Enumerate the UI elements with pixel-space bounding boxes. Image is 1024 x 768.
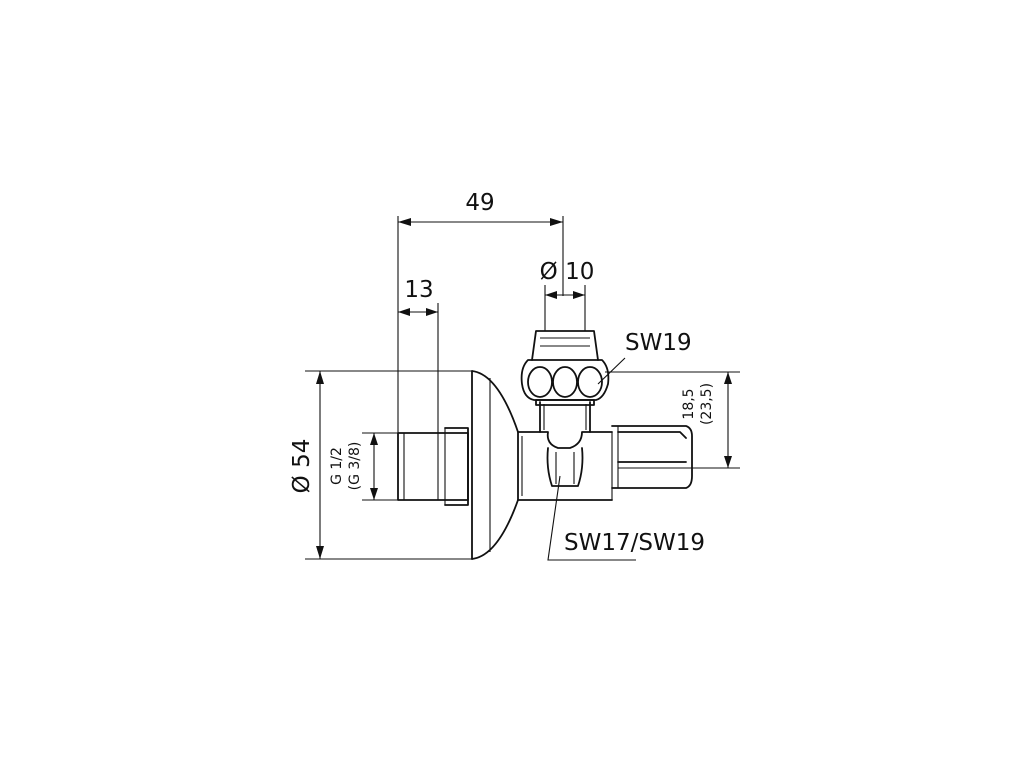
dimension-diameter-54	[316, 371, 324, 559]
dimension-thread	[370, 433, 378, 500]
dimension-13	[398, 308, 438, 316]
dimension-height	[724, 372, 732, 468]
label-diameter-54: Ø 54	[289, 439, 315, 494]
valve-body	[397, 330, 693, 560]
extension-lines	[305, 216, 740, 560]
label-sw17-sw19: SW17/SW19	[564, 530, 705, 556]
label-13: 13	[404, 277, 433, 303]
label-height-18-5: 18,5	[681, 388, 697, 419]
label-49: 49	[465, 190, 494, 216]
label-thread-g12: G 1/2	[329, 447, 345, 485]
label-diameter-10: Ø 10	[540, 259, 595, 285]
label-thread-g38: (G 3/8)	[347, 442, 363, 491]
dimension-49	[398, 218, 563, 226]
label-sw19: SW19	[625, 330, 692, 356]
dimension-diameter-10	[545, 291, 585, 299]
leader-lines	[547, 357, 636, 561]
label-height-23-5: (23,5)	[699, 383, 715, 425]
